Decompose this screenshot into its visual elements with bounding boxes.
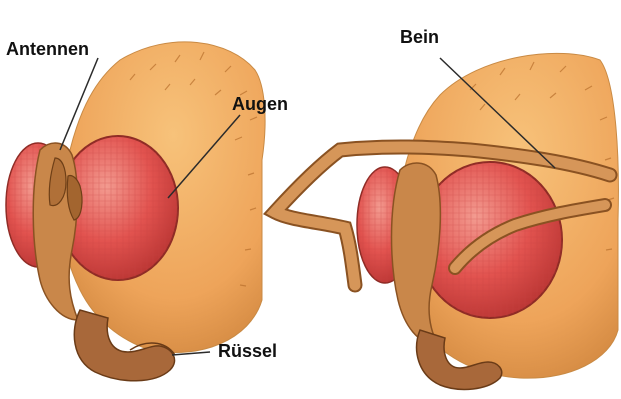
left-fly-head: [6, 42, 265, 381]
label-antennen: Antennen: [6, 39, 89, 60]
label-bein: Bein: [400, 27, 439, 48]
label-ruessel: Rüssel: [218, 341, 277, 362]
right-fly-head: [275, 53, 618, 389]
label-augen: Augen: [232, 94, 288, 115]
